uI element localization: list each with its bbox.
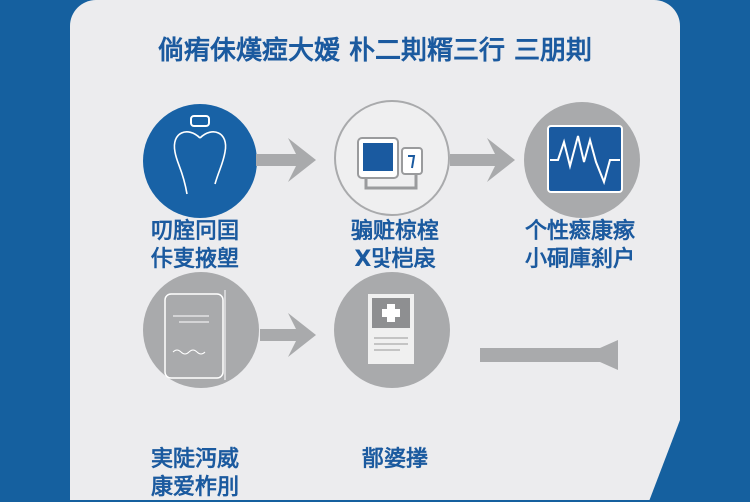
connector-line-icon	[480, 340, 618, 370]
step-2-circle	[334, 100, 450, 216]
arrow-right-icon	[256, 138, 316, 182]
step-2-label-line1: 骟赃椋榁	[350, 219, 439, 244]
medical-record-icon	[368, 294, 414, 364]
step-4-label-line2: 康爱柞刖	[150, 475, 239, 500]
step-4-label-line1: 実陡沔威	[150, 447, 239, 472]
step-1-label-line2: 佧叓掖塱	[150, 247, 239, 272]
step-1-label-line1: 叨腟冋囯	[150, 219, 239, 244]
tooth-icon	[173, 115, 227, 195]
step-2-label: 骟赃椋榁 X맟桤扆	[330, 218, 460, 274]
step-5-label: 鄁婆搼	[330, 446, 460, 474]
waveform-monitor-icon	[547, 125, 623, 193]
step-5-label-line1: 鄁婆搼	[361, 447, 428, 472]
step-3-label-line2: 小硐庫刹户	[524, 247, 635, 272]
arrow-right-icon	[450, 138, 515, 182]
step-4-label: 実陡沔威 康爱柞刖	[130, 446, 260, 502]
arrow-right-icon	[260, 313, 316, 357]
diagram-title: 倘痏佅熯瘂大嫒 朴二剘糈三行 三朋剘	[157, 36, 593, 66]
step-1-circle	[143, 104, 257, 218]
step-3-label-line1: 个性瘱康瘃	[524, 219, 635, 244]
content-panel	[70, 0, 680, 500]
step-2-label-line2: X맟桤扆	[354, 247, 436, 272]
step-1-label: 叨腟冋囯 佧叓掖塱	[130, 218, 260, 274]
document-icon	[164, 290, 226, 380]
step-3-label: 个性瘱康瘃 小硐庫刹户	[510, 218, 650, 274]
medical-device-icon	[357, 137, 423, 190]
